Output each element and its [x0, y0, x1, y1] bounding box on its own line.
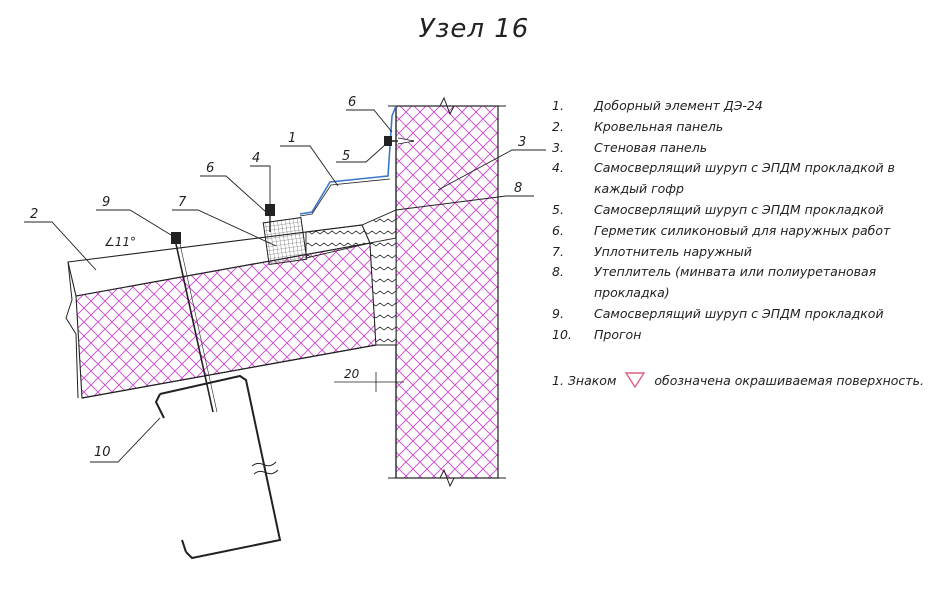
callout-2: 2 [30, 207, 38, 222]
callout-6-side: 6 [206, 161, 214, 176]
legend-item: 3. Стеновая панель [552, 139, 708, 155]
legend-item: 10. Прогон [552, 326, 642, 342]
legend-item: 4. Самосверлящий шуруп с ЭПДМ прокладкой… [552, 160, 895, 197]
flashing [299, 105, 397, 215]
callout-4: 4 [252, 151, 260, 166]
insulation [305, 209, 397, 346]
dimension-label: 20 [344, 367, 360, 381]
leader-lines [24, 109, 546, 463]
callout-7: 7 [178, 195, 187, 210]
purlin [154, 374, 282, 560]
legend-item: 8. Утеплитель (минвата или полиуретанова… [552, 264, 877, 301]
callout-9: 9 [102, 195, 110, 210]
legend-item: 5. Самосверлящий шуруп с ЭПДМ прокладкой [552, 201, 884, 217]
callout-1: 1 [288, 131, 296, 146]
callout-5: 5 [342, 149, 350, 164]
angle-label: ∠11° [104, 235, 136, 249]
note-before: 1. Знаком [552, 372, 617, 388]
legend-item: 7. Уплотнитель наружный [552, 243, 752, 259]
legend-item: 6. Герметик силиконовый для наружных раб… [552, 222, 891, 238]
paint-note: 1. Знаком обозначена окрашиваемая поверх… [552, 372, 924, 388]
legend-item: 9. Самосверлящий шуруп с ЭПДМ прокладкой [552, 305, 884, 321]
screw-4 [265, 204, 275, 232]
callout-3: 3 [518, 135, 526, 150]
legend-item: 2. Кровельная панель [552, 118, 724, 134]
paint-marker-icon [625, 372, 646, 388]
callout-8: 8 [514, 181, 522, 196]
wall-panel [388, 96, 506, 488]
dimension-20: 20 [334, 367, 404, 392]
drawing-title: Узел 16 [418, 14, 530, 44]
screw-5 [384, 136, 415, 146]
note-after: обозначена окрашиваемая поверхность. [654, 372, 924, 388]
callout-6-top: 6 [348, 95, 356, 110]
legend: 1. Доборный элемент ДЭ-24 2. Кровельная … [552, 96, 942, 346]
gasket [262, 216, 308, 266]
callout-10: 10 [94, 445, 111, 460]
legend-item: 1. Доборный элемент ДЭ-24 [552, 98, 763, 113]
